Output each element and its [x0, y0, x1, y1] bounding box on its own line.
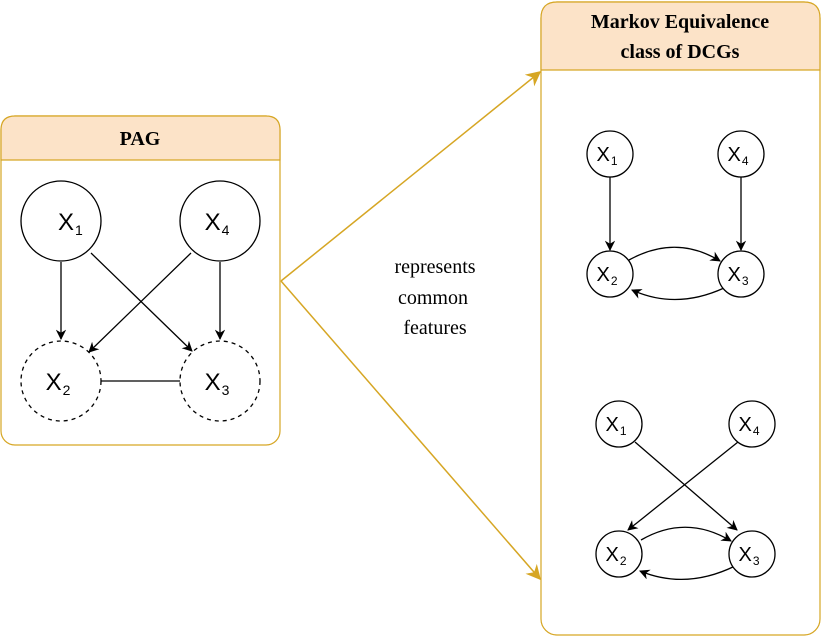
graph-b-edge-x2-x3	[640, 526, 732, 542]
graph-b-node-x1: X1	[595, 400, 643, 448]
pag-node-x1: X1	[20, 180, 102, 262]
graph-a-edge-x2-x3	[628, 246, 721, 262]
pag-node-x4: X4	[179, 180, 261, 262]
svg-text:X3: X3	[205, 369, 230, 398]
svg-text:features: features	[403, 317, 467, 339]
svg-text:X1: X1	[596, 144, 617, 168]
graph-b-node-x2: X2	[595, 530, 643, 578]
pag-node-x3: X3	[179, 340, 261, 422]
svg-text:X2: X2	[46, 369, 71, 398]
graph-b-edge-x1-x3	[634, 441, 738, 531]
graph-b-edge-x3-x2	[639, 565, 736, 581]
graph-a-node-x3: X3	[717, 250, 765, 298]
mec-graph-b: X1 X4 X2 X3	[595, 400, 776, 581]
graph-a-edge-x3-x2	[631, 287, 725, 301]
pag-edge-x1-x3	[90, 252, 193, 352]
graph-a-node-x2: X2	[586, 250, 634, 298]
graph-b-node-x3: X3	[728, 530, 776, 578]
mec-title-line-2: class of DCGs	[621, 41, 740, 63]
svg-text:X2: X2	[596, 264, 617, 288]
svg-text:X1: X1	[605, 414, 626, 438]
svg-text:X4: X4	[205, 209, 230, 238]
connector-label: represents common features	[394, 256, 475, 339]
pag-header	[0, 115, 281, 161]
svg-text:X3: X3	[727, 264, 748, 288]
mec-graph-a: X1 X4 X2 X3	[586, 130, 765, 301]
graph-b-node-x4: X4	[728, 400, 776, 448]
pag-title: PAG	[120, 128, 161, 150]
graph-a-node-x1: X1	[586, 130, 634, 178]
svg-text:represents: represents	[394, 256, 475, 278]
svg-text:X1: X1	[58, 209, 83, 238]
svg-text:X4: X4	[738, 414, 759, 438]
mec-box	[540, 1, 821, 636]
pag-node-x2: X2	[20, 340, 102, 422]
connector-arrow-down	[280, 280, 541, 581]
mec-title-line-1: Markov Equivalence	[591, 11, 769, 33]
pag-panel: PAG X1 X4 X2 X3	[0, 115, 281, 446]
svg-text:X2: X2	[605, 544, 626, 568]
pag-edge-x4-x2	[88, 252, 192, 353]
graph-b-edge-x4-x2	[627, 441, 739, 531]
svg-text:X3: X3	[738, 544, 759, 568]
connector-arrow-up	[280, 71, 542, 282]
mec-header	[540, 1, 821, 71]
svg-text:X4: X4	[727, 144, 748, 168]
mec-panel: Markov Equivalence class of DCGs X1 X4 X…	[540, 1, 821, 636]
svg-text:common: common	[398, 287, 468, 309]
graph-a-node-x4: X4	[717, 130, 765, 178]
connector-arrows	[280, 71, 542, 581]
